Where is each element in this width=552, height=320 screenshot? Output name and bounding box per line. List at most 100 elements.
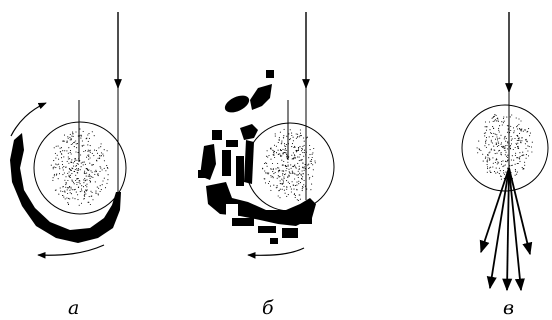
stipple-dot: [66, 197, 67, 198]
stipple-dot: [291, 133, 292, 134]
stipple-dot: [101, 143, 102, 144]
stipple-dot: [71, 153, 72, 154]
stipple-dot: [83, 182, 84, 183]
stipple-dot: [96, 160, 97, 161]
stipple-dot: [277, 178, 278, 179]
stipple-dot: [519, 133, 520, 134]
stipple-dot: [289, 183, 290, 184]
stipple-dot: [511, 165, 512, 166]
stipple-dot: [489, 121, 490, 122]
stipple-dot: [64, 180, 65, 181]
stipple-dot: [477, 147, 478, 148]
stipple-dot: [275, 133, 276, 134]
stipple-dot: [510, 126, 511, 127]
stipple-dot: [296, 189, 297, 190]
stipple-dot: [518, 118, 519, 119]
stipple-dot: [100, 191, 101, 192]
stipple-dot: [525, 129, 526, 130]
stipple-dot: [312, 164, 313, 165]
stipple-dot: [505, 154, 506, 155]
stipple-dot: [304, 145, 305, 146]
stipple-dot: [505, 164, 506, 165]
stipple-dot: [78, 168, 79, 169]
stipple-dot: [78, 187, 79, 188]
stipple-dot: [303, 173, 304, 174]
stipple-dot: [507, 148, 508, 149]
stipple-dot: [83, 198, 84, 199]
stipple-dot: [280, 155, 281, 156]
stipple-dot: [305, 186, 306, 187]
stipple-dot: [78, 182, 79, 183]
stipple-dot: [527, 131, 528, 132]
stipple-dot: [493, 146, 494, 147]
stipple-dot: [507, 125, 508, 126]
stipple-dot: [494, 171, 495, 172]
stipple-dot: [56, 146, 57, 147]
stipple-dot: [305, 168, 306, 169]
stipple-dot: [517, 135, 518, 136]
stipple-dot: [268, 183, 269, 184]
stipple-dot: [290, 173, 291, 174]
stipple-dot: [500, 144, 501, 145]
stipple-dot: [513, 127, 514, 128]
stipple-dot: [292, 181, 293, 182]
stipple-dot: [513, 149, 514, 150]
stipple-dot: [87, 144, 88, 145]
stipple-dot: [504, 138, 505, 139]
stipple-dot: [293, 189, 294, 190]
stipple-dot: [289, 171, 290, 172]
stipple-dot: [489, 158, 490, 159]
stipple-dot: [76, 182, 77, 183]
stipple-dot: [487, 161, 488, 162]
stipple-dot: [279, 137, 280, 138]
stipple-dot: [295, 195, 296, 196]
stipple-dot: [305, 164, 306, 165]
stipple-dot: [302, 149, 303, 150]
stipple-dot: [69, 171, 70, 172]
stipple-dot: [64, 141, 65, 142]
stipple-dot: [68, 158, 69, 159]
stipple-dot: [517, 136, 518, 137]
stipple-dot: [296, 138, 297, 139]
stipple-dot: [63, 140, 64, 141]
stipple-dot: [526, 154, 527, 155]
stipple-dot: [273, 173, 274, 174]
stipple-dot: [291, 135, 292, 136]
stipple-dot: [291, 146, 292, 147]
stipple-dot: [97, 153, 98, 154]
stipple-dot: [75, 169, 76, 170]
stipple-dot: [300, 199, 301, 200]
stipple-dot: [291, 168, 292, 169]
stipple-dot: [507, 155, 508, 156]
stipple-dot: [304, 170, 305, 171]
stipple-dot: [87, 151, 88, 152]
stipple-dot: [104, 178, 105, 179]
stipple-dot: [81, 203, 82, 204]
stipple-dot: [67, 173, 68, 174]
stipple-dot: [292, 172, 293, 173]
stipple-dot: [273, 153, 274, 154]
stipple-dot: [315, 162, 316, 163]
stipple-dot: [503, 165, 504, 166]
stipple-dot: [105, 170, 106, 171]
stipple-dot: [299, 168, 300, 169]
stipple-dot: [92, 172, 93, 173]
stipple-dot: [286, 144, 287, 145]
stipple-dot: [272, 171, 273, 172]
stipple-dot: [270, 159, 271, 160]
stipple-dot: [57, 164, 58, 165]
stipple-dot: [489, 136, 490, 137]
stipple-dot: [504, 174, 505, 175]
stipple-dot: [265, 162, 266, 163]
stipple-dot: [89, 176, 90, 177]
stipple-dot: [498, 121, 499, 122]
stipple-dot: [288, 165, 289, 166]
stipple-dot: [497, 172, 498, 173]
stipple-dot: [273, 155, 274, 156]
stipple-dot: [505, 141, 506, 142]
stipple-dot: [496, 158, 497, 159]
stipple-dot: [72, 189, 73, 190]
stipple-dot: [513, 132, 514, 133]
stipple-dot: [496, 136, 497, 137]
stipple-dot: [99, 157, 100, 158]
